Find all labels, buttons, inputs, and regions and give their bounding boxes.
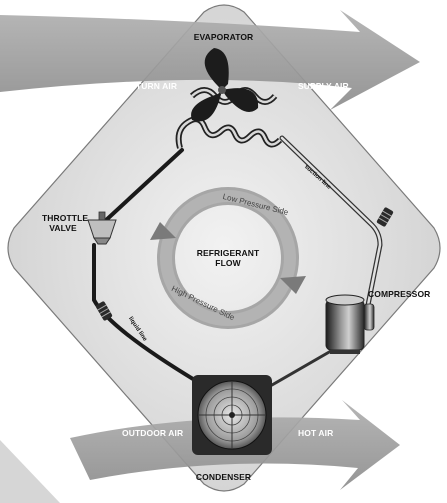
flow-arrowhead — [280, 276, 306, 294]
flow-arrowhead — [150, 222, 176, 240]
cycle-diamond — [7, 4, 441, 492]
refrigerant-lines — [92, 135, 383, 390]
hot-air-label: HOT AIR — [298, 428, 334, 438]
corner-shade — [0, 440, 60, 503]
throttle-valve-icon — [87, 211, 117, 245]
compressor-label: COMPRESSOR — [368, 289, 431, 299]
condenser-fan-icon — [192, 375, 272, 455]
compressor-icon — [325, 294, 375, 354]
fan-icon — [191, 48, 259, 122]
refrigerant-flow-label: REFRIGERANT FLOW — [196, 248, 260, 268]
supply-air-label: SUPPLY AIR — [298, 81, 349, 91]
service-port-icon — [95, 207, 394, 321]
outdoor-air-label: OUTDOOR AIR — [122, 428, 184, 438]
return-air-label: RETURN AIR — [124, 81, 178, 91]
throttle-valve-label: THROTTLE VALVE — [42, 213, 89, 233]
refrigerant-flow-ring — [150, 187, 306, 329]
evaporator-label: EVAPORATOR — [193, 32, 254, 42]
condenser-label: CONDENSER — [195, 472, 252, 482]
